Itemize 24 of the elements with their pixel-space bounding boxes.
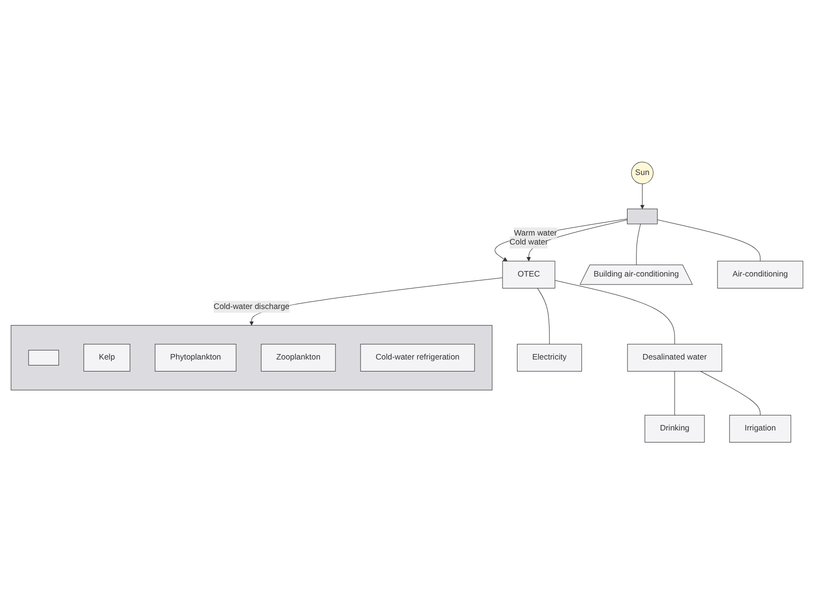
edge-label: Cold water xyxy=(510,238,548,247)
node-box: Air-conditioning xyxy=(717,261,804,289)
node-box: Irrigation xyxy=(729,415,792,443)
node-box: Cold-water refrigeration xyxy=(360,344,475,372)
edge-label: Warm water xyxy=(514,229,558,238)
node-box: Phytoplankton xyxy=(154,344,236,372)
node-box: OTEC xyxy=(502,261,556,289)
node-circle: Sun xyxy=(631,162,654,184)
connector xyxy=(636,224,641,266)
connector xyxy=(537,288,550,345)
node-box xyxy=(627,209,658,225)
arrow xyxy=(640,184,645,210)
connector xyxy=(657,220,760,262)
edge-label: Cold-water discharge xyxy=(214,302,290,312)
connector xyxy=(700,371,760,416)
node-box: Electricity xyxy=(516,344,582,372)
node-box: Drinking xyxy=(644,415,705,443)
node-box: Desalinated water xyxy=(627,344,722,372)
connector xyxy=(674,371,675,416)
node-box: Kelp xyxy=(84,344,130,372)
node-box xyxy=(28,350,59,366)
node-box: Zooplankton xyxy=(260,344,336,372)
connector xyxy=(554,280,675,345)
cluster xyxy=(10,325,492,391)
